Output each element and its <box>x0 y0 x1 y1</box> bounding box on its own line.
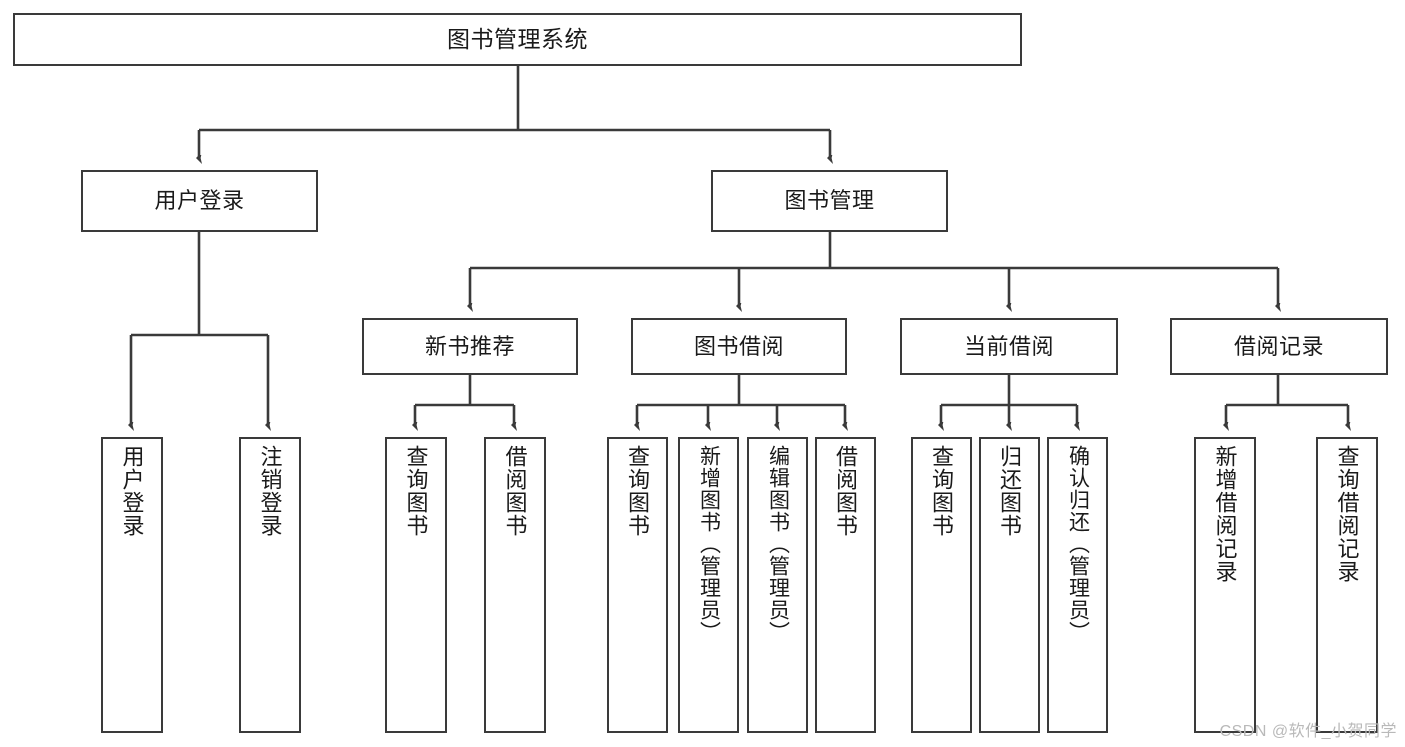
node-label: 查询图书 <box>929 445 955 537</box>
csdn-watermark: CSDN @软件_小贺同学 <box>1219 723 1397 740</box>
leaf-edit-book-admin[interactable]: 编辑图书（管理员） <box>747 437 808 733</box>
leaf-add-borrow-record[interactable]: 新增借阅记录 <box>1194 437 1256 733</box>
leaf-logout[interactable]: 注销登录 <box>239 437 301 733</box>
node-label: 查询借阅记录 <box>1334 445 1360 583</box>
node-book-borrow[interactable]: 图书借阅 <box>631 318 847 375</box>
leaf-add-book-admin[interactable]: 新增图书（管理员） <box>678 437 739 733</box>
leaf-user-login[interactable]: 用户登录 <box>101 437 163 733</box>
node-label: 新增借阅记录 <box>1212 445 1238 583</box>
leaf-return-book[interactable]: 归还图书 <box>979 437 1040 733</box>
node-label: 图书借阅 <box>693 333 784 359</box>
node-new-book-recommend[interactable]: 新书推荐 <box>362 318 578 375</box>
leaf-confirm-return-admin[interactable]: 确认归还（管理员） <box>1047 437 1108 733</box>
leaf-borrow-book[interactable]: 借阅图书 <box>815 437 876 733</box>
node-borrow-record[interactable]: 借阅记录 <box>1170 318 1388 375</box>
node-label: 查询图书 <box>403 445 429 537</box>
leaf-query-borrow-record[interactable]: 查询借阅记录 <box>1316 437 1378 733</box>
node-label: 图书管理系统 <box>447 26 588 53</box>
node-label: 新增图书（管理员） <box>697 445 721 643</box>
leaf-query-book-borrow[interactable]: 查询图书 <box>607 437 668 733</box>
node-label: 用户登录 <box>119 445 145 537</box>
node-label: 新书推荐 <box>424 333 515 359</box>
node-label: 归还图书 <box>997 445 1023 537</box>
node-label: 注销登录 <box>257 445 283 537</box>
node-label: 用户登录 <box>154 188 245 214</box>
node-label: 图书管理 <box>784 188 875 214</box>
node-label: 借阅图书 <box>833 445 859 537</box>
node-book-management[interactable]: 图书管理 <box>711 170 948 232</box>
node-label: 查询图书 <box>625 445 651 537</box>
leaf-borrow-book-recommend[interactable]: 借阅图书 <box>484 437 546 733</box>
node-current-borrow[interactable]: 当前借阅 <box>900 318 1118 375</box>
node-label: 编辑图书（管理员） <box>766 445 790 643</box>
leaf-query-book-current[interactable]: 查询图书 <box>911 437 972 733</box>
node-label: 借阅图书 <box>502 445 528 537</box>
node-user-login[interactable]: 用户登录 <box>81 170 318 232</box>
node-root-book-management-system[interactable]: 图书管理系统 <box>13 13 1022 66</box>
node-label: 当前借阅 <box>963 333 1054 359</box>
node-label: 借阅记录 <box>1233 333 1324 359</box>
leaf-query-book-recommend[interactable]: 查询图书 <box>385 437 447 733</box>
node-label: 确认归还（管理员） <box>1066 445 1090 643</box>
